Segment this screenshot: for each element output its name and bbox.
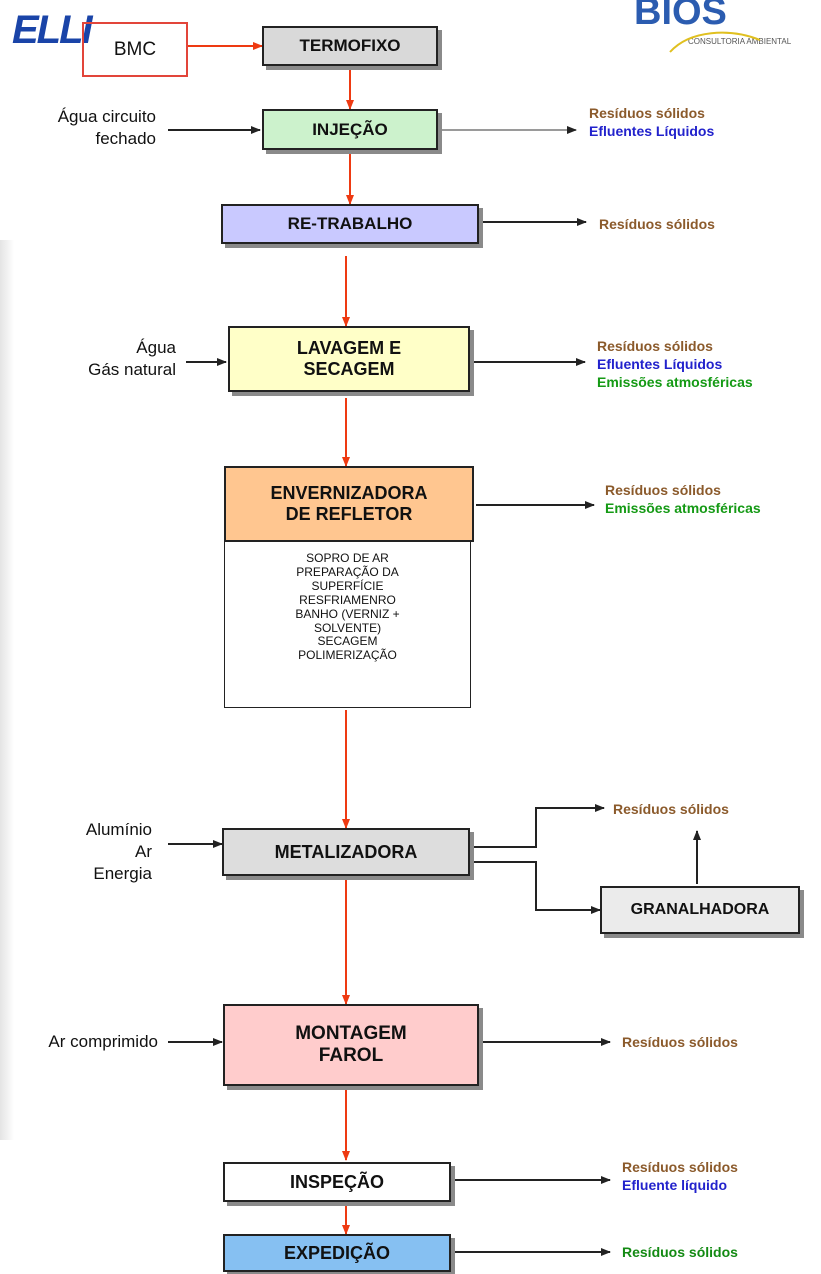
input-line: Gás natural bbox=[88, 360, 176, 380]
input-line: Alumínio bbox=[85, 820, 152, 839]
step-expedicao: EXPEDIÇÃO bbox=[223, 1234, 451, 1272]
detail-line: RESFRIAMENRO bbox=[299, 592, 396, 607]
output-emissoes: Emissões atmosféricas bbox=[597, 374, 753, 391]
output-residuos: Resíduos sólidos bbox=[597, 338, 713, 354]
output-metalizadora: Resíduos sólidos bbox=[613, 800, 729, 818]
bmc-input-box: BMC bbox=[82, 22, 188, 77]
step-lavagem-label: LAVAGEM E SECAGEM bbox=[296, 338, 402, 379]
arrow-metalizadora-granalhadora bbox=[470, 861, 601, 914]
detail-line: PREPARAÇÃO DA bbox=[296, 564, 399, 579]
step-montagem: MONTAGEM FAROL bbox=[223, 1004, 479, 1086]
output-montagem: Resíduos sólidos bbox=[622, 1033, 738, 1051]
envernizadora-details: SOPRO DE AR PREPARAÇÃO DA SUPERFÍCIE RES… bbox=[224, 541, 471, 708]
output-envernizadora: Resíduos sólidos Emissões atmosféricas bbox=[605, 481, 761, 517]
step-inspecao-label: INSPEÇÃO bbox=[289, 1171, 385, 1192]
step-granalhadora: GRANALHADORA bbox=[600, 886, 800, 934]
detail-line: SOPRO DE AR bbox=[306, 551, 389, 565]
input-line: Ar comprimido bbox=[48, 1032, 158, 1051]
bios-logo: BIOS CONSULTORIA AMBIENTAL bbox=[634, 0, 792, 53]
step-expedicao-label: EXPEDIÇÃO bbox=[283, 1242, 391, 1263]
step-envernizadora-label: ENVERNIZADORA DE REFLETOR bbox=[270, 483, 428, 524]
step-termofixo-label: TERMOFIXO bbox=[299, 36, 401, 56]
input-montagem: Ar comprimido bbox=[4, 1031, 158, 1053]
step-termofixo: TERMOFIXO bbox=[262, 26, 438, 66]
step-retrabalho-label: RE-TRABALHO bbox=[287, 214, 413, 234]
step-lavagem: LAVAGEM E SECAGEM bbox=[228, 326, 470, 392]
output-inspecao: Resíduos sólidos Efluente líquido bbox=[622, 1158, 738, 1194]
output-residuos: Resíduos sólidos bbox=[589, 105, 705, 121]
company-logo-left: ELLI bbox=[12, 8, 93, 52]
step-inspecao: INSPEÇÃO bbox=[223, 1162, 451, 1202]
output-residuos: Resíduos sólidos bbox=[605, 482, 721, 498]
output-residuos: Resíduos sólidos bbox=[622, 1159, 738, 1175]
output-residuos: Resíduos sólidos bbox=[622, 1244, 738, 1260]
output-efluentes: Efluentes Líquidos bbox=[597, 356, 723, 373]
output-retrabalho: Resíduos sólidos bbox=[599, 215, 715, 233]
detail-line: SUPERFÍCIE bbox=[311, 578, 384, 593]
input-line: Água bbox=[136, 338, 176, 357]
input-injecao: Água circuito fechado bbox=[20, 106, 156, 150]
output-lavagem: Resíduos sólidos Efluentes Líquidos Emis… bbox=[597, 337, 753, 392]
detail-line: SOLVENTE) bbox=[313, 620, 382, 635]
detail-line: BANHO (VERNIZ + bbox=[295, 606, 400, 621]
input-line: Ar bbox=[135, 842, 152, 862]
step-injecao: INJEÇÃO bbox=[262, 109, 438, 150]
output-residuos: Resíduos sólidos bbox=[599, 216, 715, 232]
output-efluentes: Efluente líquido bbox=[622, 1177, 727, 1194]
detail-line: POLIMERIZAÇÃO bbox=[298, 648, 397, 663]
bmc-label: BMC bbox=[113, 38, 157, 60]
step-retrabalho: RE-TRABALHO bbox=[221, 204, 479, 244]
step-metalizadora: METALIZADORA bbox=[222, 828, 470, 876]
output-residuos: Resíduos sólidos bbox=[622, 1034, 738, 1050]
output-expedicao: Resíduos sólidos bbox=[622, 1243, 738, 1261]
detail-line: SECAGEM bbox=[317, 634, 378, 649]
step-montagem-label: MONTAGEM FAROL bbox=[295, 1023, 407, 1066]
input-line: Energia bbox=[93, 864, 152, 884]
step-envernizadora: ENVERNIZADORA DE REFLETOR bbox=[224, 466, 474, 542]
output-efluentes: Efluentes Líquidos bbox=[589, 123, 715, 140]
output-residuos: Resíduos sólidos bbox=[613, 801, 729, 817]
step-metalizadora-label: METALIZADORA bbox=[274, 841, 418, 862]
bios-logo-subtext: CONSULTORIA AMBIENTAL bbox=[688, 37, 792, 46]
step-granalhadora-label: GRANALHADORA bbox=[630, 900, 770, 918]
output-injecao: Resíduos sólidos Efluentes Líquidos bbox=[589, 104, 714, 140]
input-line: fechado bbox=[95, 129, 157, 149]
arrow-metalizadora-residuos bbox=[470, 804, 605, 848]
step-injecao-label: INJEÇÃO bbox=[312, 119, 388, 139]
input-lavagem: Água Gás natural bbox=[30, 337, 176, 381]
bios-logo-text: BIOS bbox=[634, 0, 727, 33]
input-metalizadora: Alumínio Ar Energia bbox=[30, 819, 152, 885]
page-edge-shadow bbox=[0, 240, 14, 1140]
output-emissoes: Emissões atmosféricas bbox=[605, 500, 761, 517]
input-line: Água circuito bbox=[57, 107, 156, 126]
